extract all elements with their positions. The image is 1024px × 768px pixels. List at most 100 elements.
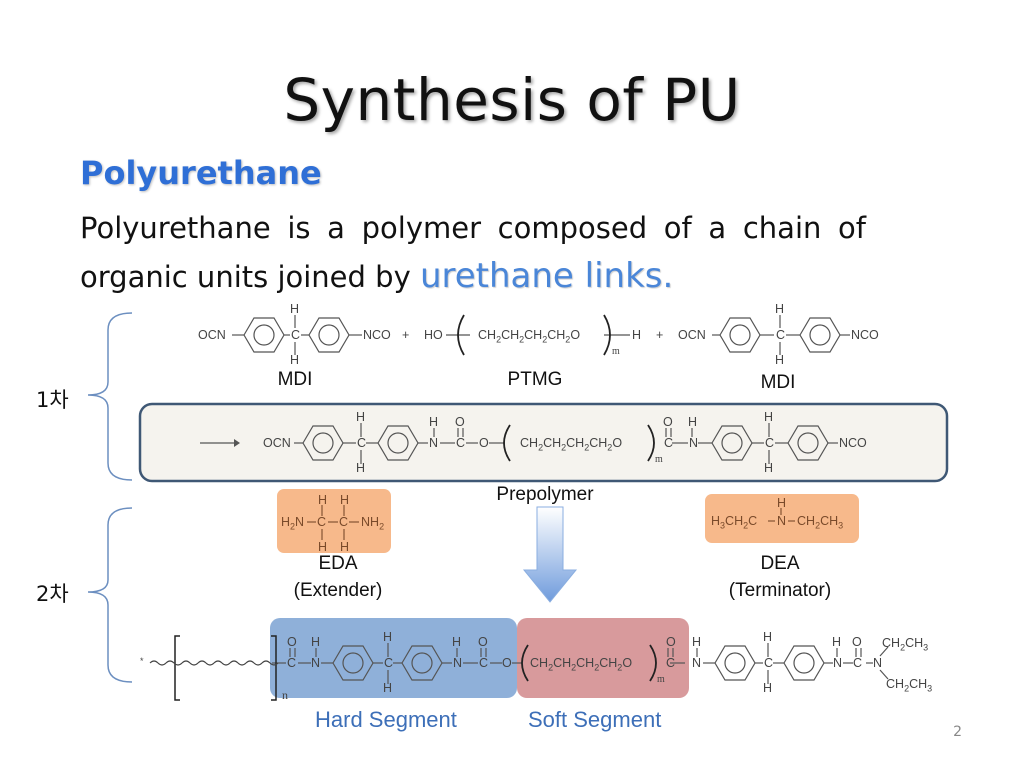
mdi-right-h-bottom: H: [775, 353, 785, 367]
row3-n5: N: [873, 656, 883, 670]
label-eda-role: (Extender): [293, 580, 383, 601]
eda-h2: H: [340, 493, 350, 507]
label-mdi-left: MDI: [277, 369, 313, 390]
pre-o3: O: [663, 415, 673, 429]
row3-c3: C: [479, 656, 489, 670]
mdi-left-h-top: H: [290, 302, 300, 316]
eda-h4: H: [340, 540, 350, 554]
row3-c5: C: [764, 656, 774, 670]
pre-nco: NCO: [839, 436, 867, 450]
pre-n1: N: [429, 436, 439, 450]
pre-o2: O: [479, 436, 489, 450]
pre-ocn: OCN: [263, 436, 291, 450]
row3-h5-top: H: [763, 630, 773, 644]
pre-h4-bottom: H: [764, 461, 774, 475]
pre-o1: O: [455, 415, 465, 429]
row3-nh3: H: [692, 635, 702, 649]
brace-first: [87, 312, 133, 481]
row3-nh2: H: [452, 635, 462, 649]
label-ptmg: PTMG: [507, 369, 563, 390]
pre-h1-bottom: H: [356, 461, 366, 475]
pre-c1: C: [357, 436, 367, 450]
eda-h3: H: [318, 540, 328, 554]
row3-o4: O: [502, 656, 512, 670]
row3-ethyl-top: CH2CH3: [882, 636, 929, 653]
dea-h: H: [777, 496, 787, 510]
description: Polyurethane is a polymer composed of a …: [80, 204, 866, 301]
mdi-right-h-top: H: [775, 302, 785, 316]
eda-h2n: H2N: [281, 515, 305, 532]
row3-o5: O: [666, 635, 676, 649]
pre-c2: C: [456, 436, 466, 450]
eda-box: [277, 489, 391, 553]
plus-2: +: [656, 328, 664, 342]
down-arrow: [522, 506, 578, 603]
pre-c3: C: [664, 436, 674, 450]
label-eda: EDA: [318, 553, 358, 574]
row3-nh4: H: [832, 635, 842, 649]
pre-n2: N: [689, 436, 699, 450]
mdi-left-c: C: [291, 328, 301, 342]
row3-c6: C: [853, 656, 863, 670]
chain-squiggle: [149, 660, 279, 666]
row3-h2-bottom: H: [383, 681, 393, 695]
pre-m: m: [655, 454, 663, 465]
eda-h1: H: [318, 493, 328, 507]
row3-h2-top: H: [383, 630, 393, 644]
plus-1: +: [402, 328, 410, 342]
ptmg-h: H: [632, 328, 642, 342]
eda-c1: C: [317, 515, 327, 529]
pre-nh2: H: [688, 415, 698, 429]
label-prepolymer: Prepolymer: [496, 484, 594, 505]
row3-n-subscript: n: [282, 688, 288, 702]
pre-h4-top: H: [764, 410, 774, 424]
mdi-right-c: C: [776, 328, 786, 342]
row3-nh1: H: [311, 635, 321, 649]
dea-left: H3CH2C: [711, 514, 758, 531]
ptmg-m: m: [612, 346, 620, 357]
ptmg-unit: CH2CH2CH2CH2O: [478, 328, 581, 345]
row3-n3: N: [692, 656, 702, 670]
reaction-arrow-head: [234, 439, 240, 447]
eda-c2: C: [339, 515, 349, 529]
page-number: 2: [953, 724, 962, 740]
soft-segment-box: [517, 618, 689, 698]
label-soft-segment: Soft Segment: [528, 707, 662, 732]
dea-right: CH2CH3: [797, 514, 844, 531]
hard-segment-box: [270, 618, 517, 698]
dea-n: N: [777, 514, 787, 528]
mdi-left-ocn: OCN: [198, 328, 226, 342]
pre-h1-top: H: [356, 410, 366, 424]
description-text: Polyurethane is a polymer composed of a …: [80, 211, 866, 294]
row3-o6: O: [852, 635, 862, 649]
label-hard-segment: Hard Segment: [315, 707, 457, 732]
mdi-left-nco: NCO: [363, 328, 391, 342]
row3-ethyl-bottom: CH2CH3: [886, 677, 933, 694]
row3-h5-bottom: H: [763, 681, 773, 695]
row3-m: m: [657, 674, 665, 685]
pre-ptmg-unit: CH2CH2CH2CH2O: [520, 436, 623, 453]
mdi-left-h-bottom: H: [290, 353, 300, 367]
row3-c4: C: [666, 656, 676, 670]
row3-o3: O: [478, 635, 488, 649]
slide-title: Synthesis of PU: [283, 66, 741, 134]
row3-n4: N: [833, 656, 843, 670]
subheading: Polyurethane: [80, 154, 322, 192]
pre-c4: C: [765, 436, 775, 450]
brace-second: [87, 507, 133, 683]
step-label-second: 2차: [36, 582, 69, 606]
dea-box: [705, 494, 859, 543]
row3-o1: O: [287, 635, 297, 649]
label-mdi-right: MDI: [760, 372, 796, 393]
row3-n2: N: [453, 656, 463, 670]
chain-start-star: *: [140, 656, 144, 666]
row3-c1: C: [287, 656, 297, 670]
row3-ptmg-unit: CH2CH2CH2CH2O: [530, 656, 633, 673]
label-dea: DEA: [760, 553, 800, 574]
prepolymer-box: [138, 402, 949, 483]
eda-nh2: NH2: [361, 515, 385, 532]
row3-c2: C: [384, 656, 394, 670]
row3-n1: N: [311, 656, 321, 670]
step-label-first: 1차: [36, 388, 69, 412]
